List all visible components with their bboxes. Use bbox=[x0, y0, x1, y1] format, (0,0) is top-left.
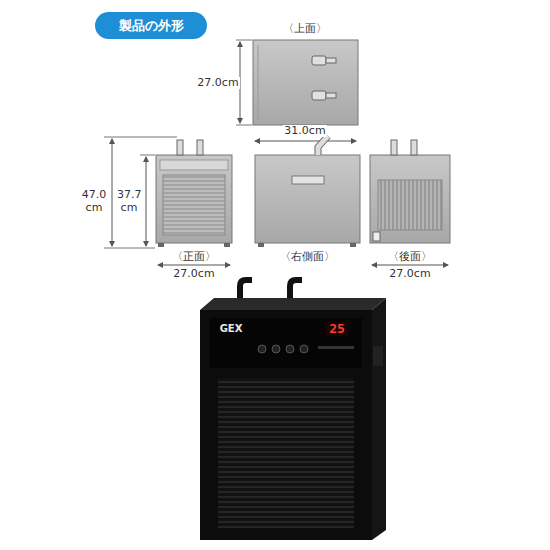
view-label: 〈後面〉 bbox=[387, 251, 433, 264]
heading-pill: 製品の外形 bbox=[95, 12, 207, 39]
dimension: 27.0cm bbox=[196, 77, 239, 90]
dimension: 47.0 cm bbox=[79, 189, 109, 214]
dimension: 27.0cm bbox=[172, 268, 215, 281]
temperature-display: 25 bbox=[326, 322, 348, 337]
dimension: 31.0cm bbox=[283, 125, 326, 138]
dimension: 27.0cm bbox=[388, 268, 431, 281]
brand-logo: GEX bbox=[219, 323, 244, 335]
view-label: 〈正面〉 bbox=[171, 251, 217, 264]
view-label: 〈上面〉 bbox=[282, 23, 328, 36]
view-label: 〈右側面〉 bbox=[279, 251, 336, 264]
dimension: 37.7 cm bbox=[116, 189, 142, 214]
